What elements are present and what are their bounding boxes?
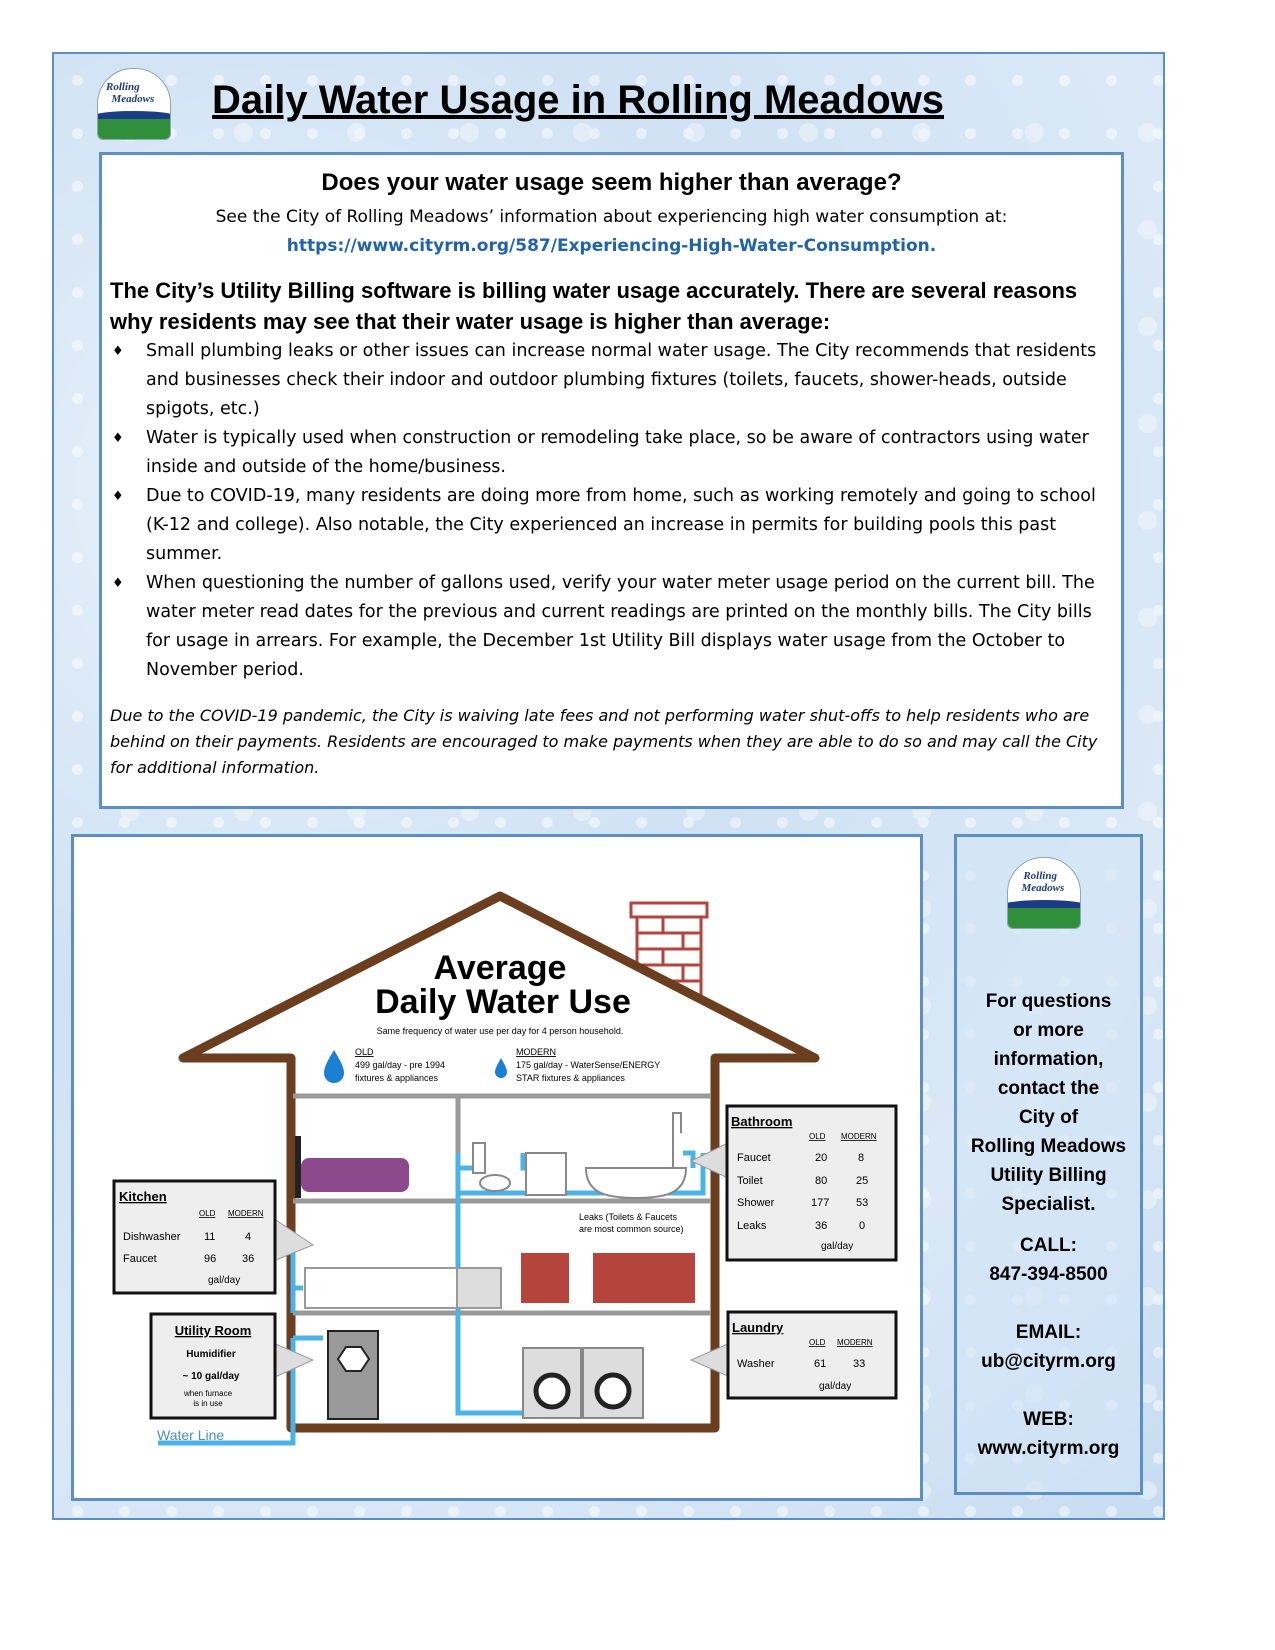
- kitchen-title: Kitchen: [119, 1189, 167, 1204]
- bathroom-item: Shower: [737, 1197, 775, 1209]
- unit-label: gal/day: [819, 1381, 851, 1392]
- diagram-subtitle: Same frequency of water use per day for …: [377, 1026, 624, 1036]
- furnace: [327, 1330, 379, 1420]
- city-logo: Rolling Meadows: [1007, 857, 1081, 929]
- modern-label: MODERN: [516, 1047, 556, 1057]
- kitchen-item: Faucet: [123, 1253, 157, 1265]
- col-old: OLD: [199, 1209, 216, 1218]
- diagram-title-1: Average: [434, 949, 567, 987]
- utility-note: is in use: [193, 1399, 223, 1408]
- kitchen-counter: [304, 1267, 502, 1309]
- sink: [525, 1152, 567, 1196]
- bathroom-item: Toilet: [737, 1175, 763, 1187]
- kitchen-item: Dishwasher: [123, 1231, 181, 1243]
- bathroom-item: Faucet: [737, 1152, 771, 1164]
- contact-text: or more: [1013, 1020, 1084, 1041]
- kitchen-modern: 36: [242, 1253, 254, 1265]
- laundry-old: 61: [814, 1358, 826, 1370]
- modern-line: STAR fixtures & appliances: [516, 1073, 625, 1083]
- sofa: [521, 1253, 695, 1303]
- contact-text: contact the: [997, 1078, 1100, 1099]
- phone-number[interactable]: 847-394-8500: [989, 1264, 1108, 1285]
- covid-note: Due to the COVID-19 pandemic, the City i…: [110, 706, 1098, 777]
- utility-room-panel: Utility Room Humidifier ~ 10 gal/day whe…: [149, 1312, 315, 1420]
- old-line: fixtures & appliances: [355, 1073, 439, 1083]
- laundry-item: Washer: [737, 1358, 775, 1370]
- contact-sidebar: Rolling Meadows For questions or more in…: [954, 834, 1143, 1495]
- utility-value: ~ 10 gal/day: [183, 1371, 240, 1382]
- diagram-title-2: Daily Water Use: [375, 983, 631, 1021]
- laundry-panel: Laundry OLD MODERN Washer 61 33 gal/day: [689, 1310, 898, 1400]
- bathroom-modern: 53: [856, 1197, 868, 1209]
- modern-line: 175 gal/day - WaterSense/ENERGY: [516, 1060, 660, 1070]
- col-modern: MODERN: [837, 1338, 873, 1347]
- contact-text: Utility Billing: [990, 1165, 1107, 1186]
- list-item: Water is typically used when constructio…: [110, 424, 1113, 482]
- web-label: WEB:: [1023, 1409, 1074, 1430]
- contact-text: Rolling Meadows: [970, 1136, 1127, 1157]
- col-modern: MODERN: [841, 1132, 877, 1141]
- bathroom-modern: 0: [859, 1220, 865, 1232]
- intro-text: See the City of Rolling Meadows’ informa…: [215, 207, 1008, 227]
- kitchen-old: 11: [204, 1231, 215, 1243]
- utility-item: Humidifier: [186, 1349, 236, 1360]
- bathroom-old: 80: [815, 1175, 827, 1187]
- email-link[interactable]: ub@cityrm.org: [981, 1351, 1116, 1372]
- contact-text: Specialist.: [1001, 1194, 1096, 1215]
- leaks-note: Leaks (Toilets & Faucets: [579, 1212, 678, 1222]
- leaks-note: are most common source): [579, 1224, 684, 1234]
- house-illustration: Average Daily Water Use Same frequency o…: [112, 891, 898, 1446]
- modern-drop-icon: [495, 1058, 507, 1078]
- info-box: Does your water usage seem higher than a…: [99, 152, 1124, 809]
- kitchen-modern: 4: [245, 1231, 251, 1243]
- bathtub: [584, 1112, 688, 1200]
- reasons-list: Small plumbing leaks or other issues can…: [110, 337, 1113, 685]
- city-logo: Rolling Meadows: [97, 68, 171, 140]
- list-item: Small plumbing leaks or other issues can…: [110, 337, 1113, 424]
- kitchen-old: 96: [204, 1253, 216, 1265]
- utility-note: when furnace: [183, 1389, 233, 1398]
- bathroom-old: 177: [811, 1197, 829, 1209]
- bathroom-old: 20: [815, 1152, 827, 1164]
- bathroom-modern: 25: [856, 1175, 868, 1187]
- question-heading: Does your water usage seem higher than a…: [321, 169, 902, 196]
- call-label: CALL:: [1020, 1235, 1077, 1256]
- laundry-modern: 33: [853, 1358, 865, 1370]
- col-modern: MODERN: [228, 1209, 264, 1218]
- water-pipes: [158, 1150, 706, 1446]
- bathroom-panel: Bathroom OLD MODERN Faucet 20 8 Toilet 80 25…: [689, 1104, 898, 1262]
- col-old: OLD: [809, 1338, 826, 1347]
- utility-title: Utility Room: [175, 1323, 252, 1338]
- unit-label: gal/day: [821, 1241, 853, 1252]
- unit-label: gal/day: [208, 1275, 240, 1286]
- bedroom-bed: [295, 1136, 409, 1198]
- contact-text: For questions: [985, 991, 1112, 1012]
- toilet: [472, 1142, 511, 1192]
- consumption-link[interactable]: https://www.cityrm.org/587/Experiencing-…: [286, 236, 937, 256]
- old-line: 499 gal/day - pre 1994: [355, 1060, 445, 1070]
- bathroom-old: 36: [815, 1220, 827, 1232]
- lead-text: The City’s Utility Billing software is b…: [110, 278, 1078, 334]
- bathroom-title: Bathroom: [731, 1114, 792, 1129]
- col-old: OLD: [809, 1132, 826, 1141]
- bathroom-item: Leaks: [737, 1220, 767, 1232]
- contact-text: information,: [993, 1049, 1104, 1070]
- list-item: When questioning the number of gallons u…: [110, 569, 1113, 685]
- contact-text: City of: [1018, 1107, 1079, 1128]
- website-link[interactable]: www.cityrm.org: [977, 1438, 1120, 1459]
- floors: [293, 1093, 711, 1316]
- water-use-diagram: Average Daily Water Use Same frequency o…: [71, 834, 923, 1501]
- water-line-label: Water Line: [157, 1427, 224, 1443]
- laundry-title: Laundry: [732, 1320, 784, 1335]
- list-item: Due to COVID-19, many residents are doin…: [110, 482, 1113, 569]
- page-title: Daily Water Usage in Rolling Meadows: [212, 78, 944, 122]
- old-drop-icon: [324, 1050, 344, 1083]
- email-label: EMAIL:: [1015, 1322, 1082, 1343]
- washer-dryer: [522, 1347, 644, 1419]
- bathroom-modern: 8: [858, 1152, 864, 1164]
- kitchen-panel: Kitchen OLD MODERN Dishwasher 11 4 Fauce…: [112, 1179, 315, 1295]
- old-label: OLD: [355, 1047, 374, 1057]
